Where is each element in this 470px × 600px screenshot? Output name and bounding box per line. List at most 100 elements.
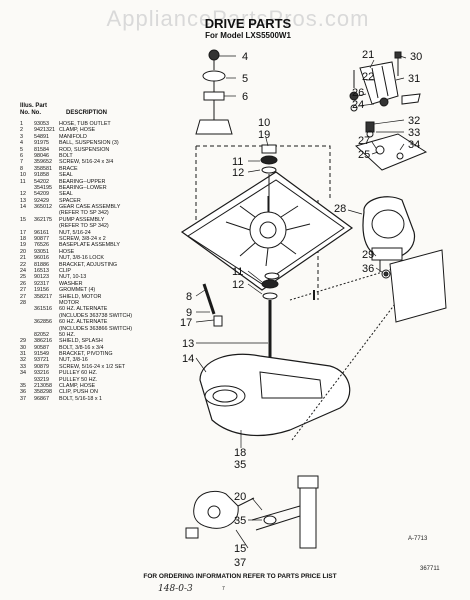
description-cell: (REFER TO SP 342) bbox=[59, 210, 109, 217]
description-cell: BRACE bbox=[59, 165, 78, 172]
part-number-cell: 359652 bbox=[34, 159, 52, 166]
illus-number-cell: 8 bbox=[20, 165, 23, 172]
illus-number-cell: 24 bbox=[20, 267, 26, 274]
motor-icon bbox=[362, 196, 416, 272]
description-cell: HOSE, TUB OUTLET bbox=[59, 121, 111, 127]
illus-number-cell: 29 bbox=[20, 338, 26, 345]
callout-26: 26 bbox=[352, 87, 364, 99]
callout-31: 31 bbox=[408, 73, 420, 85]
part-number-cell: 93053 bbox=[34, 121, 49, 127]
description-cell: 60 HZ. ALTERNATE bbox=[59, 306, 108, 313]
description-cell: PULLEY 50 HZ. bbox=[59, 376, 98, 383]
part-number-cell: 76526 bbox=[34, 242, 49, 249]
part-number-cell: 54209 bbox=[34, 191, 49, 198]
description-cell: SCREW, 3/8-24 x 2 bbox=[59, 236, 106, 243]
illus-number-cell: 37 bbox=[20, 395, 26, 402]
description-cell: BOLT bbox=[59, 152, 73, 159]
description-cell: BEARING--LOWER bbox=[59, 184, 107, 191]
spindle-icon bbox=[261, 279, 279, 360]
illus-number-cell: 26 bbox=[20, 280, 26, 287]
ordering-footer: FOR ORDERING INFORMATION REFER TO PARTS … bbox=[143, 573, 337, 580]
illus-number-cell: 7 bbox=[20, 159, 23, 166]
part-number-cell: 19156 bbox=[34, 287, 49, 294]
description-cell: SCREW, 5/16-24 x 3/4 bbox=[59, 159, 114, 166]
table-row: 7 359652 SCREW, 5/16-24 x 3/4 bbox=[20, 159, 170, 165]
header-illus: Illus. Part bbox=[20, 103, 48, 109]
part-number-cell: 90123 bbox=[34, 274, 49, 281]
callout-24: 24 bbox=[352, 99, 364, 111]
table-row: 25 90123 NUT, 10-13 bbox=[20, 274, 170, 280]
description-cell: SPACER bbox=[59, 197, 81, 204]
illus-number-cell: 20 bbox=[20, 248, 26, 255]
callout-12-upper: 12 bbox=[232, 167, 244, 179]
brace-icon bbox=[202, 283, 223, 327]
description-cell: CLAMP, HOSE bbox=[59, 383, 96, 390]
callout-14: 14 bbox=[182, 353, 194, 365]
description-cell: GEAR CASE ASSEMBLY bbox=[59, 204, 121, 211]
callout-37: 37 bbox=[234, 557, 246, 569]
figure-id: A-7713 bbox=[408, 536, 428, 542]
pivoting-bracket-icon bbox=[359, 51, 421, 107]
page-number-small: 7 bbox=[222, 586, 225, 592]
illus-number-cell: 36 bbox=[20, 389, 26, 396]
illus-number-cell: 28 bbox=[20, 299, 26, 306]
description-cell: NUT, 3/8-16 LOCK bbox=[59, 255, 104, 262]
description-cell: BASEPLATE ASSEMBLY bbox=[59, 242, 120, 249]
callout-17: 17 bbox=[180, 317, 192, 329]
part-number-cell: 365012 bbox=[34, 204, 52, 211]
callout-15: 15 bbox=[234, 543, 246, 555]
page-title: DRIVE PARTS bbox=[204, 16, 292, 31]
illus-number-cell: 11 bbox=[20, 178, 26, 185]
illus-number-cell: 10 bbox=[20, 172, 26, 179]
clip-icon bbox=[264, 272, 315, 300]
grommet-icon bbox=[381, 269, 391, 279]
description-cell: NUT, 3/8-16 bbox=[59, 357, 88, 364]
description-cell: PULLEY 60 HZ. bbox=[59, 370, 98, 377]
hose-icon bbox=[251, 475, 319, 549]
description-cell: 50 HZ. bbox=[59, 331, 76, 338]
illus-number-cell: 15 bbox=[20, 216, 26, 223]
description-cell: BEARING--UPPER bbox=[59, 178, 106, 185]
description-cell: WASHER bbox=[59, 280, 83, 287]
description-cell: NUT, 10-13 bbox=[59, 274, 87, 281]
part-number-cell: 358217 bbox=[34, 293, 52, 300]
part-number-cell: 9421321 bbox=[34, 127, 55, 134]
part-number-cell: 82052 bbox=[34, 331, 49, 338]
reference-code: 367711 bbox=[420, 566, 440, 572]
illus-number-cell: 27 bbox=[20, 293, 26, 300]
part-number-cell: 386216 bbox=[34, 338, 52, 345]
description-cell: CLIP bbox=[59, 267, 71, 274]
part-number-cell: 81886 bbox=[34, 261, 49, 268]
description-cell: MOTOR bbox=[59, 299, 79, 306]
illus-number-cell: 30 bbox=[20, 344, 26, 351]
description-cell: BALL, SUSPENSION (3) bbox=[59, 140, 119, 147]
part-number-cell: 90879 bbox=[34, 363, 49, 370]
callout-21: 21 bbox=[362, 49, 374, 61]
part-number-cell: 16513 bbox=[34, 267, 49, 274]
callout-27: 27 bbox=[358, 135, 370, 147]
part-number-cell: 362856 bbox=[34, 319, 52, 326]
model-label: For Model LXS5500W1 bbox=[205, 31, 291, 40]
part-number-cell: 91549 bbox=[34, 351, 49, 358]
illus-number-cell: 4 bbox=[20, 140, 23, 147]
part-number-cell: 358298 bbox=[34, 389, 52, 396]
part-number-cell: 54891 bbox=[34, 133, 49, 140]
illus-number-cell: 25 bbox=[20, 274, 26, 281]
callout-18: 18 bbox=[234, 447, 246, 459]
illus-number-cell: 34 bbox=[20, 370, 26, 377]
illus-number-cell: 5 bbox=[20, 146, 23, 153]
illus-number-cell: 13 bbox=[20, 197, 26, 204]
part-number-cell: 91858 bbox=[34, 172, 49, 179]
